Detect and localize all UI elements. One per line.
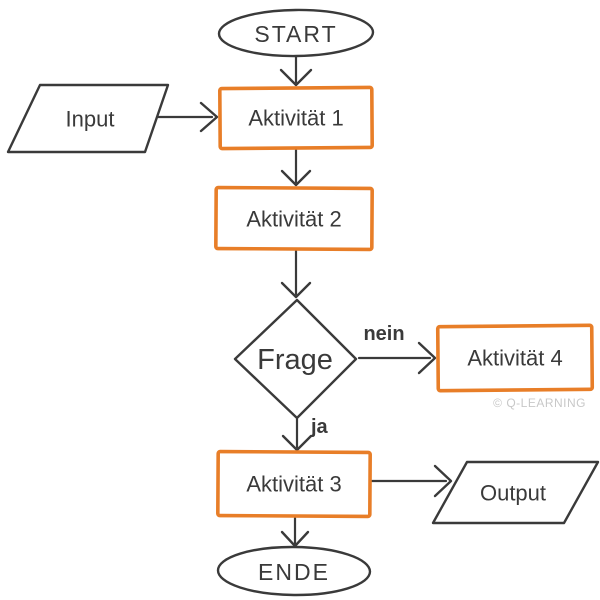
node-aktivitaet3: Aktivität 3 bbox=[216, 449, 372, 519]
node-start: START bbox=[217, 8, 375, 58]
edge-frage-aktivitaet3: ja bbox=[281, 416, 329, 452]
node-aktivitaet4-label: Aktivität 4 bbox=[467, 346, 562, 371]
edge-label-nein: nein bbox=[363, 323, 404, 345]
arrowhead-right-icon bbox=[199, 101, 219, 133]
process-shape bbox=[214, 185, 374, 252]
terminator-shape bbox=[217, 8, 375, 58]
node-frage: Frage bbox=[233, 298, 358, 420]
process-shape bbox=[218, 85, 374, 151]
edge-aktivitaet3-output bbox=[370, 464, 453, 498]
node-ende-label: ENDE bbox=[258, 559, 330, 585]
arrowhead-down-icon bbox=[281, 434, 313, 452]
edge-aktivitaet2-frage bbox=[280, 249, 312, 299]
process-shape bbox=[216, 449, 372, 519]
node-start-label: START bbox=[254, 21, 337, 47]
node-aktivitaet2-label: Aktivität 2 bbox=[246, 207, 341, 232]
node-aktivitaet3-label: Aktivität 3 bbox=[246, 472, 341, 497]
arrowhead-right-icon bbox=[433, 464, 453, 498]
node-aktivitaet1-label: Aktivität 1 bbox=[248, 106, 343, 131]
edge-label-ja: ja bbox=[310, 416, 329, 438]
edge-aktivitaet1-aktivitaet2 bbox=[280, 147, 312, 187]
data-shape bbox=[431, 460, 600, 525]
process-shape bbox=[435, 323, 595, 393]
arrowhead-down-icon bbox=[280, 281, 312, 299]
node-aktivitaet1: Aktivität 1 bbox=[218, 85, 374, 151]
edge-start-aktivitaet1 bbox=[279, 55, 313, 87]
watermark-text: © Q-LEARNING bbox=[493, 396, 586, 410]
node-aktivitaet4: Aktivität 4 bbox=[435, 323, 595, 393]
terminator-shape bbox=[216, 545, 372, 597]
edge-frage-aktivitaet4: nein bbox=[357, 323, 437, 375]
arrowhead-down-icon bbox=[280, 169, 312, 187]
decision-shape bbox=[233, 298, 358, 420]
node-frage-label: Frage bbox=[257, 344, 333, 376]
arrowhead-right-icon bbox=[417, 341, 437, 375]
node-aktivitaet2: Aktivität 2 bbox=[214, 185, 374, 252]
edge-aktivitaet3-ende bbox=[280, 516, 310, 548]
arrowhead-down-icon bbox=[279, 68, 313, 87]
node-input-label: Input bbox=[66, 107, 115, 132]
data-shape bbox=[6, 83, 170, 154]
node-output-label: Output bbox=[480, 481, 546, 506]
node-input: Input bbox=[6, 83, 170, 154]
node-ende: ENDE bbox=[216, 545, 372, 597]
edge-input-aktivitaet1 bbox=[156, 101, 219, 133]
node-output: Output bbox=[431, 460, 600, 525]
